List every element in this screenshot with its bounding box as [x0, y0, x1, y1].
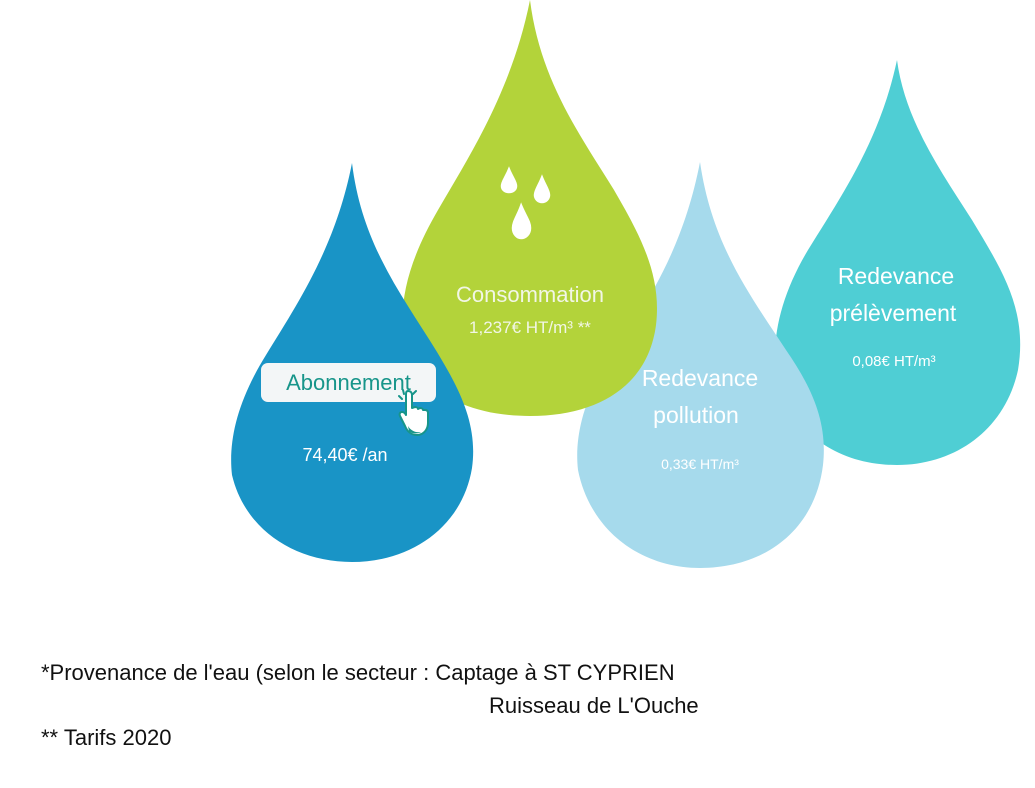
pollution-title-line2: pollution: [653, 402, 739, 428]
water-drops-icon: [499, 161, 552, 241]
footnote-provenance-line2: Ruisseau de L'Ouche: [489, 693, 699, 718]
abonnement-button-label: Abonnement: [286, 370, 411, 395]
hand-pointer-icon: [398, 389, 429, 436]
drop-abonnement: [231, 163, 474, 562]
abonnement-price: 74,40€ /an: [302, 445, 388, 465]
drop-consommation: [402, 0, 657, 416]
prelevement-title-line2: prélèvement: [829, 300, 957, 326]
pollution-title-line1: Redevance: [641, 365, 759, 391]
footnote-provenance: *Provenance de l'eau (selon le secteur :…: [41, 660, 675, 685]
prelevement-price: 0,08€ HT/m³: [852, 353, 936, 370]
pollution-price: 0,33€ HT/m³: [661, 456, 739, 472]
prelevement-title-line1: Redevance: [837, 263, 955, 289]
drop-pollution: [577, 162, 824, 568]
drop-prelevement: [775, 60, 1021, 465]
consommation-price: 1,237€ HT/m³ **: [469, 318, 591, 337]
consommation-title: Consommation: [456, 282, 604, 307]
footnote-tarifs: ** Tarifs 2020: [41, 725, 172, 750]
